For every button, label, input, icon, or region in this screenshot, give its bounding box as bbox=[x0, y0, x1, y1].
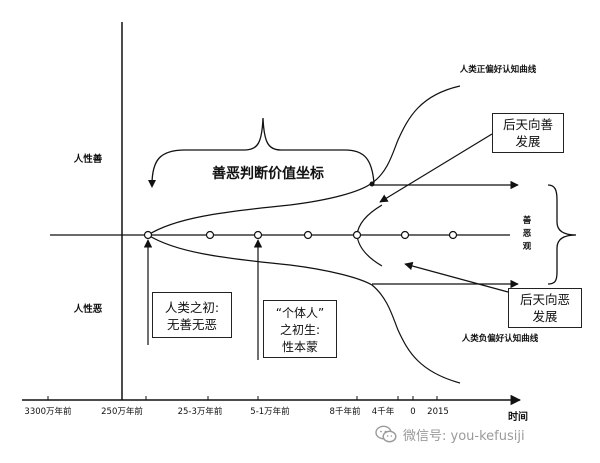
timeline-point bbox=[253, 230, 263, 240]
timeline-point bbox=[352, 230, 362, 240]
good-side-label: 人性善 bbox=[74, 153, 103, 165]
tick-label: 250万年前 bbox=[101, 406, 143, 417]
evil-side-label: 人性恶 bbox=[74, 303, 103, 315]
timeline-point bbox=[143, 230, 153, 240]
upper-curve bbox=[147, 85, 461, 236]
tick-label: 3300万年前 bbox=[24, 406, 72, 417]
coordinate-brace bbox=[151, 117, 375, 186]
outlook-label: 观 bbox=[523, 242, 532, 252]
individual-box-line: “个体人” bbox=[275, 306, 325, 320]
good-box-line: 后天向善 bbox=[502, 117, 553, 132]
tick-marks bbox=[47, 396, 438, 400]
watermark: 微信号: you-kefusiji bbox=[375, 420, 525, 448]
wechat-icon bbox=[375, 425, 397, 443]
axis-title: 时间 bbox=[508, 410, 528, 423]
origin-box-line: 无善无恶 bbox=[166, 317, 217, 332]
tick-label: 25-3万年前 bbox=[178, 406, 223, 417]
tick-label: 4千年 bbox=[372, 406, 395, 417]
evil-box-line: 发展 bbox=[532, 309, 558, 324]
good-development-box: 后天向善 发展 bbox=[492, 113, 564, 153]
outlook-brace bbox=[547, 184, 577, 285]
watermark-text: 微信号: you-kefusiji bbox=[403, 428, 525, 444]
evil-development-box: 后天向恶 发展 bbox=[508, 288, 582, 328]
tick-label: 0 bbox=[410, 407, 415, 417]
brace-arrowhead bbox=[148, 180, 156, 188]
timeline-point bbox=[303, 230, 313, 240]
lower-curve-label: 人类负偏好认知曲线 bbox=[462, 333, 539, 344]
evil-box-pointer bbox=[404, 261, 509, 293]
individual-box-line: 性本蒙 bbox=[281, 340, 318, 354]
timeline-point bbox=[205, 230, 215, 240]
timeline-points bbox=[143, 230, 458, 240]
origin-box-line: 人类之初: bbox=[164, 300, 220, 315]
tick-label: 8千年前 bbox=[330, 406, 361, 417]
junction-dot bbox=[369, 181, 375, 187]
timeline-point bbox=[400, 230, 410, 240]
evil-box-line: 后天向恶 bbox=[519, 292, 570, 307]
good-box-line: 发展 bbox=[515, 134, 541, 149]
origin-box: 人类之初: 无善无恶 bbox=[152, 292, 232, 338]
lower-curve bbox=[147, 234, 461, 384]
tick-label: 2015 bbox=[427, 407, 449, 417]
outlook-label: 善 bbox=[523, 215, 532, 226]
individual-box-line: 之初生: bbox=[279, 323, 321, 337]
coordinate-label: 善恶判断价值坐标 bbox=[212, 165, 324, 182]
outlook-label: 恶 bbox=[523, 229, 532, 239]
tick-label: 5-1万年前 bbox=[250, 406, 290, 417]
good-box-pointer bbox=[379, 133, 493, 203]
individual-box: “个体人” 之初生: 性本蒙 bbox=[263, 300, 337, 358]
upper-curve-label: 人类正偏好认知曲线 bbox=[460, 64, 537, 75]
timeline-point bbox=[448, 230, 458, 240]
